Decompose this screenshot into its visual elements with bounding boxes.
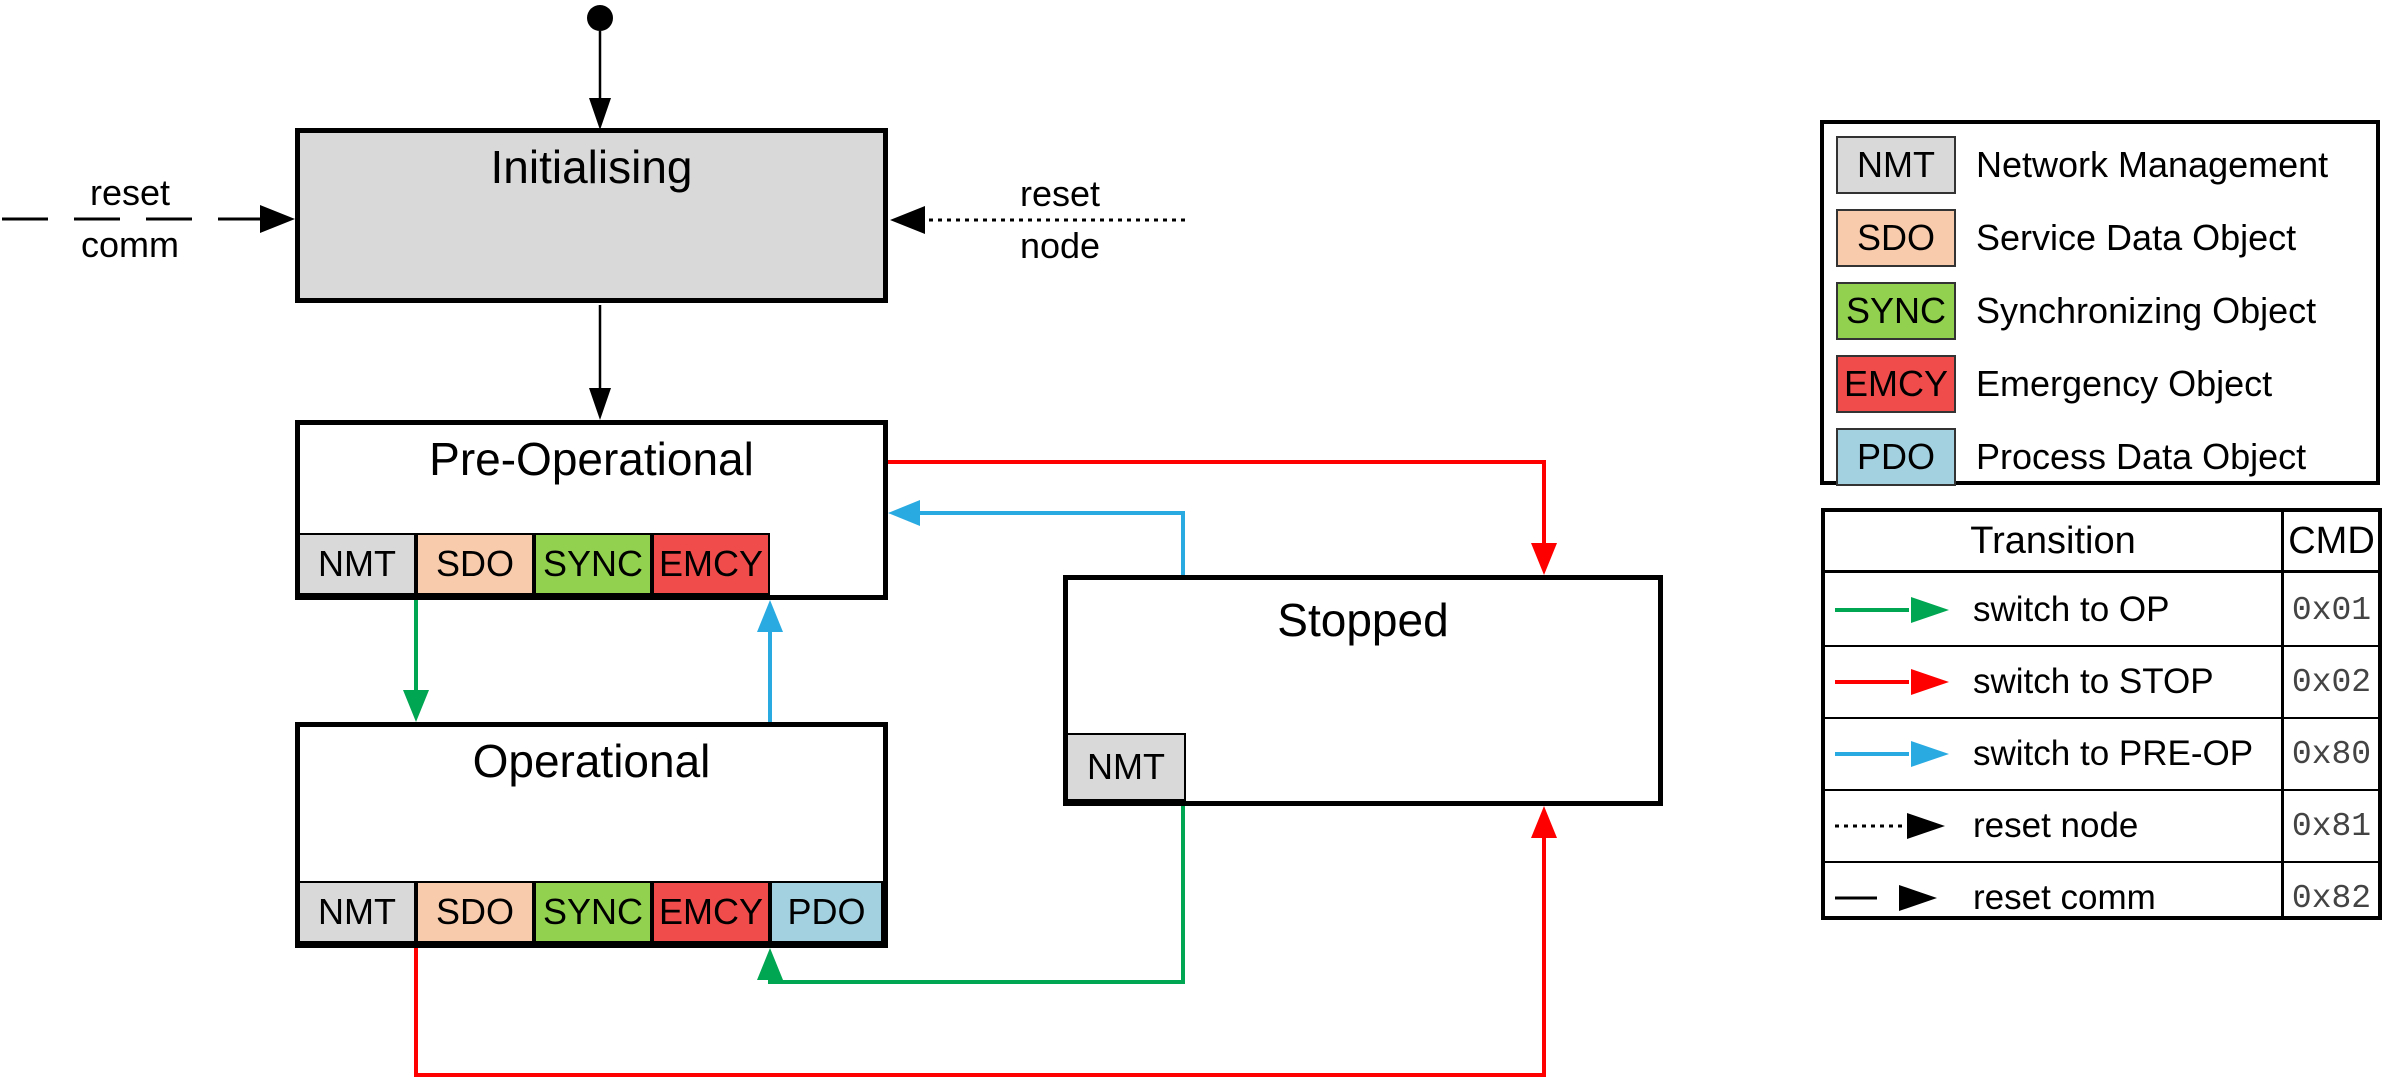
op-service-pdo: PDO	[770, 881, 883, 943]
switch-to-op-arrow-icon	[1835, 597, 1949, 623]
table-row-divider	[1825, 861, 2378, 863]
table-cmd-0x02: 0x02	[2291, 663, 2372, 701]
table-row-switch-to-stop: switch to STOP 0x02	[1825, 647, 2378, 717]
state-initialising: Initialising	[295, 128, 888, 303]
legend-chip-nmt: NMT	[1836, 136, 1956, 194]
op-service-sdo: SDO	[416, 881, 534, 943]
state-pre-operational-title: Pre-Operational	[429, 433, 754, 485]
legend-label-nmt: Network Management	[1976, 144, 2329, 185]
op-service-sync: SYNC	[534, 881, 652, 943]
reset-comm-label-line2: comm	[81, 224, 179, 265]
legend-chip-sdo: SDO	[1836, 209, 1956, 267]
state-stopped-title: Stopped	[1277, 594, 1449, 646]
service-legend: NMT Network Management SDO Service Data …	[1820, 120, 2380, 486]
reset-node-label: reset node	[985, 173, 1135, 267]
table-row-switch-to-preop: switch to PRE-OP 0x80	[1825, 719, 2378, 789]
legend-label-sdo: Service Data Object	[1976, 217, 2297, 258]
table-label-switch-to-stop: switch to STOP	[1973, 662, 2214, 701]
table-row-divider	[1825, 717, 2378, 719]
op-to-stopped-head	[1531, 806, 1557, 838]
stopped-service-nmt: NMT	[1066, 733, 1186, 801]
table-row-divider	[1825, 789, 2378, 791]
reset-node-arrow-icon	[1835, 813, 1945, 839]
stopped-to-preop-line	[916, 511, 1185, 575]
table-row-divider	[1825, 645, 2378, 647]
reset-node-label-line1: reset	[1019, 173, 1101, 214]
table-label-switch-to-preop: switch to PRE-OP	[1973, 734, 2254, 773]
preop-to-op-head	[403, 690, 429, 722]
reset-node-head	[890, 206, 925, 234]
legend-chip-pdo: PDO	[1836, 428, 1956, 486]
legend-label-sync: Synchronizing Object	[1976, 290, 2317, 331]
switch-to-preop-arrow-icon	[1835, 741, 1949, 767]
preop-to-stopped-head	[1531, 543, 1557, 575]
op-service-nmt: NMT	[298, 881, 416, 943]
stopped-to-preop-head	[888, 500, 920, 526]
op-service-emcy: EMCY	[652, 881, 770, 943]
preop-to-stopped-line	[888, 460, 1546, 550]
table-column-divider	[2281, 512, 2284, 916]
reset-comm-label: reset comm	[55, 172, 205, 266]
reset-node-label-line2: node	[1019, 225, 1101, 266]
table-label-switch-to-op: switch to OP	[1973, 590, 2170, 629]
table-label-reset-node: reset node	[1973, 806, 2139, 845]
initial-state-dot	[587, 5, 613, 31]
init-to-preop-head	[589, 388, 611, 420]
table-row-reset-node: reset node 0x81	[1825, 791, 2378, 861]
table-header-cmd: CMD	[2288, 519, 2375, 562]
transition-command-table: Transition CMD switch to OP 0x01 switch …	[1821, 508, 2382, 920]
stopped-to-op-head	[757, 948, 783, 980]
legend-chip-emcy: EMCY	[1836, 355, 1956, 413]
state-initialising-title: Initialising	[490, 141, 693, 193]
table-header-divider	[1825, 570, 2378, 573]
reset-comm-arrow-icon	[1835, 885, 1937, 911]
preop-service-emcy: EMCY	[652, 533, 770, 595]
preop-service-sdo: SDO	[416, 533, 534, 595]
table-cmd-0x01: 0x01	[2291, 591, 2372, 629]
table-cmd-0x81: 0x81	[2291, 807, 2372, 845]
op-to-preop-head	[757, 600, 783, 632]
table-header-transition: Transition	[1970, 519, 2136, 562]
table-cmd-0x82: 0x82	[2291, 879, 2372, 917]
table-label-reset-comm: reset comm	[1973, 878, 2156, 917]
table-cmd-0x80: 0x80	[2291, 735, 2372, 773]
legend-chip-sync: SYNC	[1836, 282, 1956, 340]
preop-service-sync: SYNC	[534, 533, 652, 595]
legend-label-pdo: Process Data Object	[1976, 436, 2307, 477]
state-operational-title: Operational	[472, 735, 711, 787]
switch-to-stop-arrow-icon	[1835, 669, 1949, 695]
legend-label-emcy: Emergency Object	[1976, 363, 2273, 404]
reset-comm-label-line1: reset	[89, 172, 171, 213]
preop-service-nmt: NMT	[298, 533, 416, 595]
table-row-switch-to-op: switch to OP 0x01	[1825, 575, 2378, 645]
table-row-reset-comm: reset comm 0x82	[1825, 863, 2378, 933]
reset-comm-head	[260, 205, 295, 233]
initial-arrow-head	[589, 98, 611, 130]
